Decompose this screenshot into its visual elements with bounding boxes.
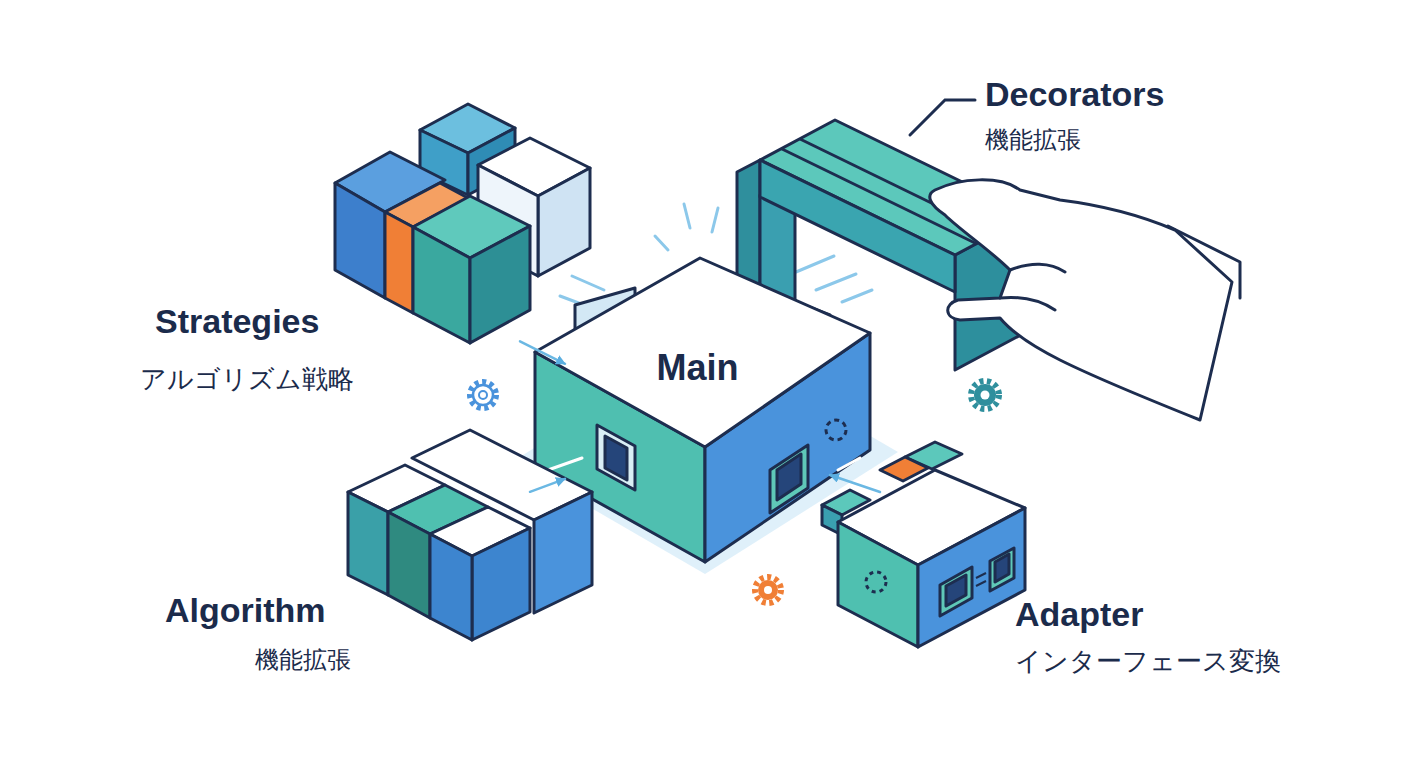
port-lines [548,458,860,470]
gear-icons-part [470,382,496,408]
strategies-blocks-part [538,168,590,276]
node-title: Decorators [985,75,1165,114]
node-subtitle: 機能拡張 [985,126,1081,154]
main-box-part [770,445,808,513]
leader-line-part [910,100,975,135]
strategies-blocks-part [385,212,413,313]
motion-lines-part [572,276,604,290]
motion-lines-part [684,204,690,228]
hand-part [930,180,1232,420]
hand-part [1168,226,1240,298]
strategies-blocks-part [470,226,530,343]
adapter-box-part [918,508,1025,647]
adapter-box-part [976,581,986,586]
strategies-blocks-part [335,183,385,298]
main-box-part [826,420,846,440]
gear-icons-part-part [473,385,493,405]
decorator-clamp-part [760,160,955,292]
strategies-blocks [335,104,590,343]
adapter-box-part [995,554,1009,582]
adapter-box-part [976,573,986,578]
adapter-box-part [946,575,966,606]
main-box-part [605,436,627,480]
algorithm-blocks-part [348,492,388,595]
algorithm-blocks-part [534,492,592,613]
node-subtitle: インターフェース変換 [1015,647,1281,677]
motion-lines-part [796,256,834,272]
node-title: Algorithm [165,591,326,630]
port-lines-part [548,458,582,470]
adapter-box [822,442,1025,647]
gear-icons-part [755,577,781,603]
component-node: Adapter インターフェース変換 [880,450,1310,680]
gear-icons-part-part [971,381,999,409]
flow-arrow [530,479,565,492]
adapter-box-part [940,567,972,616]
main-box-part [777,454,801,500]
adapter-box-part [866,572,886,592]
node-title: Main [565,347,830,388]
main-box-part [535,258,870,447]
algorithm-blocks [348,430,592,640]
hand [930,180,1240,420]
component-node: Algorithm 機能拡張 [160,440,530,680]
leader-line [910,100,975,135]
adapter-box-part [990,548,1014,591]
node-subtitle: アルゴリズム戦略 [140,365,354,395]
main-box: Main [565,300,830,560]
node-subtitle: 機能拡張 [255,646,351,674]
hand-part [1010,264,1065,272]
adapter-box-part [838,522,918,647]
component-node: Strategies アルゴリズム戦略 [135,95,520,395]
node-title: Adapter [1015,595,1143,634]
port-lines-part [838,458,860,470]
gear-icons-part-part [974,384,996,406]
gear-icons-part-part [755,577,781,603]
gear-icons-part-part [479,391,487,399]
hand-part [1000,298,1055,311]
motion-lines-part [842,290,872,302]
main-box-part [597,425,635,490]
flow-arrow [520,341,565,364]
strategies-blocks-part [413,227,470,343]
gear-icons-part [971,381,999,409]
node-title: Strategies [155,302,319,341]
gear-icons-part-part [470,382,496,408]
motion-lines-part [712,208,718,232]
flow-arrow [830,475,880,492]
algorithm-blocks-part [430,534,472,640]
component-node: Decorators 機能拡張 [735,70,1235,370]
gear-icons [470,381,999,603]
algorithm-blocks-part [388,512,430,618]
motion-lines-part [816,274,856,290]
motion-lines-part [655,236,668,250]
algorithm-blocks-part [472,528,530,640]
gear-icons-part-part [764,586,772,594]
gear-icons-part-part [758,580,778,600]
gear-icons-part-part [981,391,990,400]
